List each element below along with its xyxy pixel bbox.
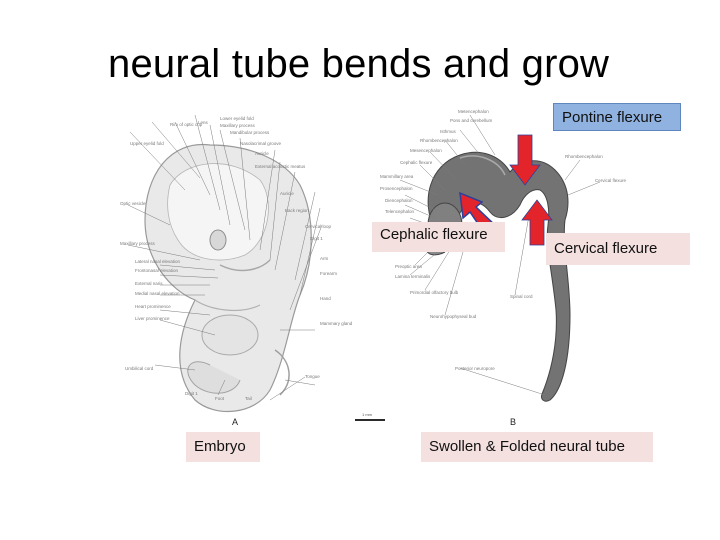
svg-text:Rhombencephalon: Rhombencephalon — [565, 154, 603, 159]
svg-text:Tongue: Tongue — [305, 374, 320, 379]
svg-text:Forearm: Forearm — [320, 271, 337, 276]
svg-text:External naris: External naris — [135, 281, 163, 286]
svg-text:Prosencephalon: Prosencephalon — [380, 186, 413, 191]
svg-text:Neurohypophyseal bud: Neurohypophyseal bud — [430, 314, 477, 319]
svg-text:Liver prominence: Liver prominence — [135, 316, 170, 321]
panel-a-letter: A — [232, 417, 238, 427]
svg-text:Foot: Foot — [215, 396, 225, 401]
svg-text:Medial nasal elevation: Medial nasal elevation — [135, 291, 180, 296]
svg-text:Preoptic area: Preoptic area — [395, 264, 422, 269]
svg-text:Cervical loop: Cervical loop — [305, 224, 332, 229]
svg-text:Mammary gland: Mammary gland — [320, 321, 353, 326]
svg-text:Primordial olfactory bulb: Primordial olfactory bulb — [410, 290, 459, 295]
svg-text:Umbilical cord: Umbilical cord — [125, 366, 154, 371]
cephalic-flexure-label: Cephalic flexure — [372, 222, 505, 252]
svg-text:Digit 1: Digit 1 — [310, 236, 323, 241]
pontine-arrow-icon — [509, 134, 541, 186]
svg-text:Lens: Lens — [198, 120, 209, 125]
svg-text:Mandibular process: Mandibular process — [230, 130, 270, 135]
svg-text:Lateral nasal elevation: Lateral nasal elevation — [135, 259, 181, 264]
svg-text:Pons and cerebellum: Pons and cerebellum — [450, 118, 493, 123]
svg-text:Hand: Hand — [320, 296, 331, 301]
svg-text:Heart prominence: Heart prominence — [135, 304, 171, 309]
svg-text:Rhombencephalon: Rhombencephalon — [420, 138, 458, 143]
scale-label: 1 mm — [362, 412, 373, 417]
svg-text:Optic vesicle: Optic vesicle — [120, 201, 146, 206]
svg-text:Tail: Tail — [245, 396, 252, 401]
svg-text:Posterior neuropore: Posterior neuropore — [455, 366, 495, 371]
svg-text:Maxillary process: Maxillary process — [120, 241, 156, 246]
svg-text:Lamina terminalis: Lamina terminalis — [395, 274, 431, 279]
svg-text:Digit 1: Digit 1 — [185, 391, 198, 396]
svg-text:Mesencephalon: Mesencephalon — [410, 148, 442, 153]
neural-tube-caption: Swollen & Folded neural tube — [421, 432, 653, 462]
svg-text:Cephalic flexure: Cephalic flexure — [400, 160, 433, 165]
svg-text:Telencephalon: Telencephalon — [385, 209, 415, 214]
svg-text:Lower eyelid fold: Lower eyelid fold — [220, 116, 254, 121]
svg-text:Mammillary area: Mammillary area — [380, 174, 414, 179]
svg-text:Upper eyelid fold: Upper eyelid fold — [130, 141, 164, 146]
svg-text:Diencephalon: Diencephalon — [385, 198, 413, 203]
svg-text:Isthmus: Isthmus — [440, 129, 457, 134]
svg-text:Nasolacrimal groove: Nasolacrimal groove — [240, 141, 282, 146]
svg-text:Arm: Arm — [320, 256, 329, 261]
svg-text:Maxillary process: Maxillary process — [220, 123, 256, 128]
svg-text:Auricle: Auricle — [255, 151, 269, 156]
svg-text:Metencephalon: Metencephalon — [458, 109, 489, 114]
embryo-caption: Embryo — [186, 432, 260, 462]
svg-text:Frontonasal elevation: Frontonasal elevation — [135, 268, 179, 273]
svg-text:Rim of optic cup: Rim of optic cup — [170, 122, 203, 127]
cervical-arrow-icon — [521, 199, 553, 246]
svg-text:Auricle: Auricle — [280, 191, 294, 196]
svg-text:Cervical flexure: Cervical flexure — [595, 178, 627, 183]
svg-text:Spinal cord: Spinal cord — [510, 294, 533, 299]
cervical-flexure-label: Cervical flexure — [546, 233, 690, 265]
pontine-flexure-label: Pontine flexure — [553, 103, 681, 131]
svg-text:Back region: Back region — [285, 208, 309, 213]
svg-text:External acoustic meatus: External acoustic meatus — [255, 164, 306, 169]
slide-title: neural tube bends and grow — [108, 42, 610, 86]
panel-b-letter: B — [510, 417, 516, 427]
